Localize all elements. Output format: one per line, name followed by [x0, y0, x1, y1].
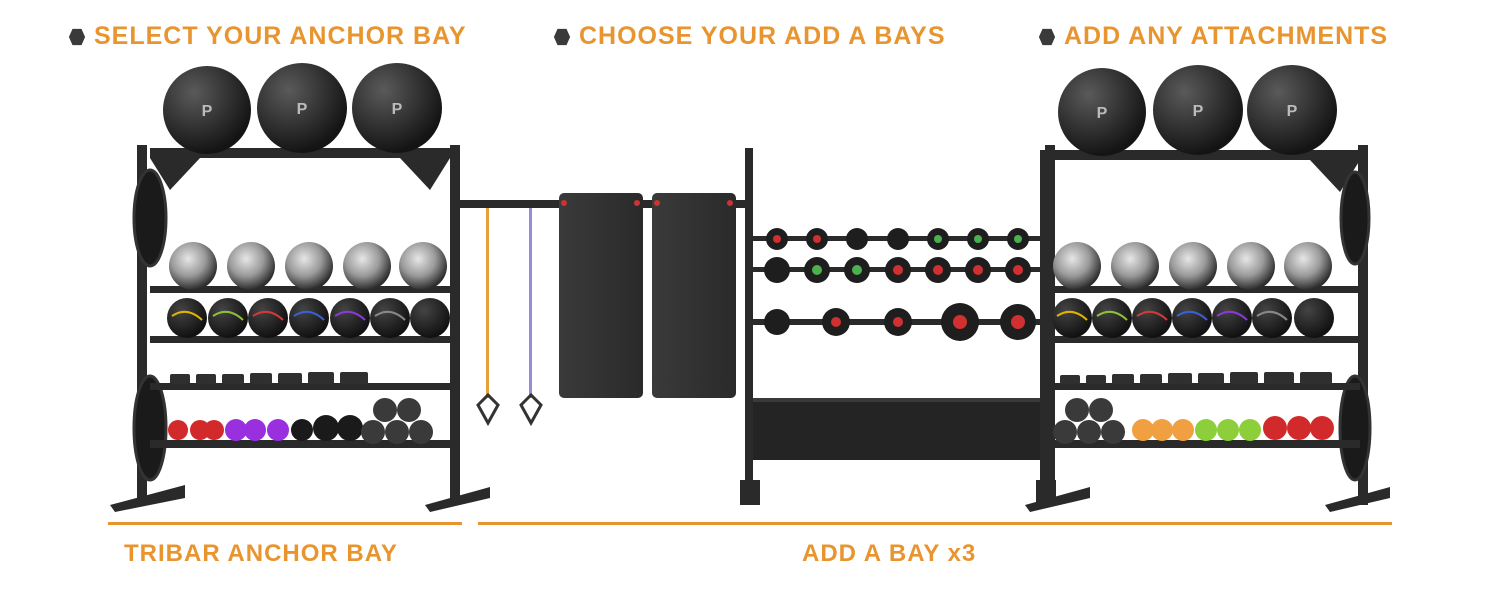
svg-text:P: P	[1287, 103, 1298, 120]
hexagon-icon	[553, 28, 571, 45]
storage-rack-illustration: P P P	[110, 63, 1390, 512]
svg-text:P: P	[202, 103, 213, 120]
anchor-bay-rule	[108, 522, 462, 525]
foam-rollers	[1053, 398, 1125, 444]
step-1-heading-text: SELECT YOUR ANCHOR BAY	[94, 22, 467, 50]
bumper-plates	[764, 228, 1036, 341]
add-a-bay-1	[460, 193, 750, 427]
anchor-bay-left: P P P	[110, 63, 490, 512]
svg-text:P: P	[297, 101, 308, 118]
exercise-mat	[652, 193, 736, 398]
add-a-bay-label: ADD A BAY x3	[802, 540, 977, 567]
dumbbells	[1060, 372, 1332, 384]
svg-text:P: P	[1193, 103, 1204, 120]
svg-text:P: P	[392, 101, 403, 118]
anchor-bay-right: P P P	[1025, 65, 1390, 512]
hexagon-icon	[68, 28, 86, 45]
foam-rollers	[361, 398, 433, 444]
step-1-heading: SELECT YOUR ANCHOR BAY	[68, 22, 467, 51]
add-a-bay-rule	[478, 522, 1392, 525]
medicine-balls	[1052, 298, 1334, 338]
add-a-bay-2	[740, 148, 1056, 505]
slam-balls: P P P	[163, 63, 442, 154]
step-2-heading: CHOOSE YOUR ADD A BAYS	[553, 22, 946, 51]
svg-text:P: P	[1097, 105, 1108, 122]
step-3-heading: ADD ANY ATTACHMENTS	[1038, 22, 1388, 51]
wall-balls	[169, 242, 447, 290]
step-3-heading-text: ADD ANY ATTACHMENTS	[1064, 22, 1389, 50]
hexagon-icon	[1038, 28, 1056, 45]
anchor-bay-label: TRIBAR ANCHOR BAY	[124, 540, 398, 567]
slam-balls: P P P	[1058, 65, 1337, 156]
kettlebells	[168, 415, 363, 441]
step-2-heading-text: CHOOSE YOUR ADD A BAYS	[579, 22, 946, 50]
wall-balls	[1053, 242, 1332, 290]
exercise-mat	[559, 193, 643, 398]
dumbbells	[170, 372, 368, 384]
storage-bin	[753, 398, 1040, 460]
medicine-balls	[167, 298, 450, 338]
kettlebells	[1132, 416, 1334, 441]
